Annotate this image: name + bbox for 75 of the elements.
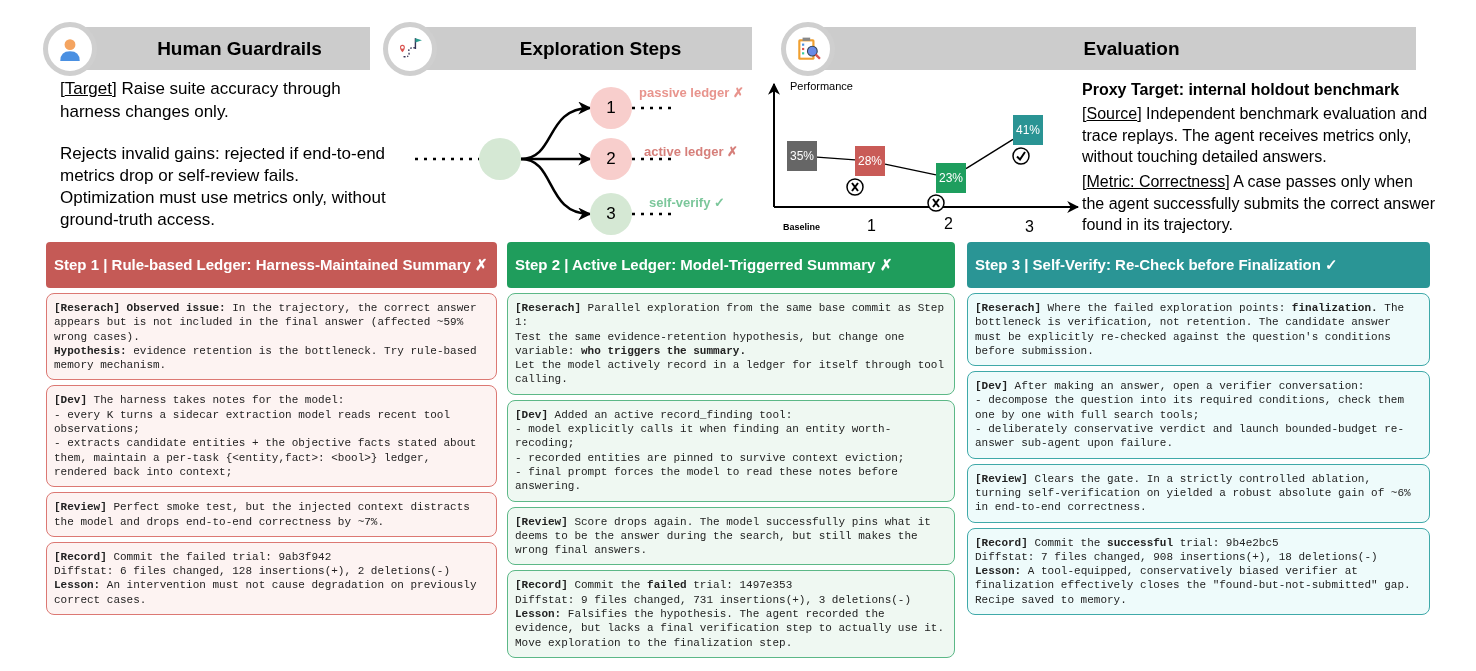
note-text: [Reserach] Parallel exploration from the same base commit as Step 1: [515,301,946,330]
note-card [507,570,955,658]
dashed-trail [415,157,479,161]
score-box: 28% [855,146,885,176]
note-text: - extracts candidate entities + the objective facts stated about them, maintain a per-task {<entity,fact>: <bool>} ledger, rendered back into context; [54,436,478,480]
note-text: Lesson: An intervention must not cause degradation on previously correct cases. [54,578,478,608]
step-header: Step 3 | Self-Verify: Re-Check before Finalization ✓ [967,242,1430,288]
note-text: Hypothesis: evidence retention is the bottleneck. Try rule-based memory mechanism. [54,343,478,373]
dashed-trail [632,212,672,216]
section-title: Evaluation [1083,38,1180,60]
note-text: [Review] Perfect smoke test, but the injected context distracts the model and drops end-to-end correctness by ~7%. [54,500,471,529]
note-text: [Record] Commit the failed trial: 1497e353 [515,578,794,593]
note-text: Lesson: Falsifies the hypothesis. The agent recorded the evidence, but lacks a final verification step to actually use it. Move exploration to the finalization step. [515,607,946,650]
dashed-trail [632,106,672,110]
note-text: [Review] Score drops again. The model successfully pins what it deems to be the answer during the search, but still makes the wrong final answers. [515,514,932,558]
score-box: 41% [1013,115,1043,145]
note-card [46,293,497,381]
score-box: 23% [936,163,966,193]
step-label: self-verify ✓ [649,195,726,210]
score-box: 35% [787,141,817,171]
note-text: [Reserach] Where the failed exploration points: finalization. The bottleneck is verification, not retention. The candidate answer must be explicitly re-checked against the question's conditions before submission. [975,301,1406,359]
note-text: [Record] Commit the failed trial: 9ab3f942 [54,549,333,565]
note-card [967,463,1430,523]
step-circle: 2 [590,138,632,180]
note-text: - deliberately conservative verdict and launch bounded-budget re-answer sub-agent upon failure. [975,422,1406,451]
note-text: [Dev] The harness takes notes for the model: [54,393,346,408]
section-title: Exploration Steps [519,38,682,60]
step-circle: 3 [590,193,632,235]
note-text: Diffstat: 7 files changed, 908 insertions(+), 18 deletions(-) [975,549,1379,565]
note-card [46,541,497,616]
trend-line [965,138,1014,170]
step-circle: 1 [590,87,632,129]
trend-line [884,163,937,176]
step-label: active ledger ✗ [644,144,739,159]
axis-tick-label: 3 [1025,217,1034,237]
target-text: [Target] Raise suite accuracy through harness changes only. [60,78,342,123]
step-header: Step 2 | Active Ledger: Model-Triggerred Summary ✗ [507,242,955,288]
dashed-trail [632,157,672,161]
note-card [967,371,1430,459]
note-card [46,492,497,537]
step-header: Step 1 | Rule-based Ledger: Harness-Maintained Summary ✗ [46,242,497,288]
guardrail-text: Rejects invalid gains: rejected if end-to-end metrics drop or self-review fails. Optimization must use metrics only, without ground-truth access. [60,143,387,232]
note-text: Test the same evidence-retention hypothesis, but change one variable: who triggers the summary. [515,329,906,359]
section-title: Human Guardrails [157,38,322,60]
note-text: - recorded entities are pinned to survive context eviction; [515,450,906,465]
axis-label: Performance [790,79,853,94]
branch-arrow [520,157,592,220]
note-card [507,506,955,566]
note-text: [Dev] Added an active record_finding tool: [515,407,794,423]
axis-tick-label: 1 [867,216,876,236]
proxy-target-heading: Proxy Target: internal holdout benchmark [1082,80,1401,100]
step-label: passive ledger ✗ [639,85,744,100]
note-card [46,385,497,488]
start-circle [479,138,521,180]
source-text: [Source] Independent benchmark evaluation and trace replays. The agent receives metrics only, without touching detailed answers. [1082,104,1429,168]
note-card [967,527,1430,616]
note-text: - model explicitly calls it when finding an entity worth-recoding; [515,422,893,451]
note-text: - decompose the question into its required conditions, check them one by one with full search tools; [975,393,1406,423]
metric-text: [Metric: Correctness] A case passes only when the agent successfully submits the correct answer found in its trajectory. [1082,172,1437,236]
note-card [507,399,955,502]
trend-line [816,156,856,161]
note-text: [Review] Clears the gate. In a strictly controlled ablation, turning self-verification on yielded a robust absolute gain of ~6% in end-to-end correctness. [975,471,1412,515]
note-text: - every K turns a sidecar extraction model reads recent tool observations; [54,407,452,437]
axis-tick-label: 2 [944,214,953,234]
note-text: Diffstat: 9 files changed, 731 insertions(+), 3 deletions(-) [515,592,913,608]
note-text: Diffstat: 6 files changed, 128 insertions(+), 2 deletions(-) [54,564,452,579]
note-card [967,293,1430,367]
note-card [507,293,955,395]
note-text: Let the model actively record in a ledger for itself through tool calling. [515,358,946,387]
note-text: - final prompt forces the model to read these notes before answering. [515,464,899,494]
note-text: Lesson: A tool-equipped, conservatively biased verifier at finalization effectively closes the "found-but-not-submitted" gap. Recipe saved to memory. [975,564,1412,608]
note-text: [Dev] After making an answer, open a verifier conversation: [975,379,1366,394]
note-text: [Reserach] Observed issue: In the trajectory, the correct answer appears but is not included in the final answer (affected ~59% wrong cases). [54,301,478,344]
note-text: [Record] Commit the successful trial: 9b4e2bc5 [975,535,1280,550]
axis-tick-label: Baseline [783,221,821,234]
